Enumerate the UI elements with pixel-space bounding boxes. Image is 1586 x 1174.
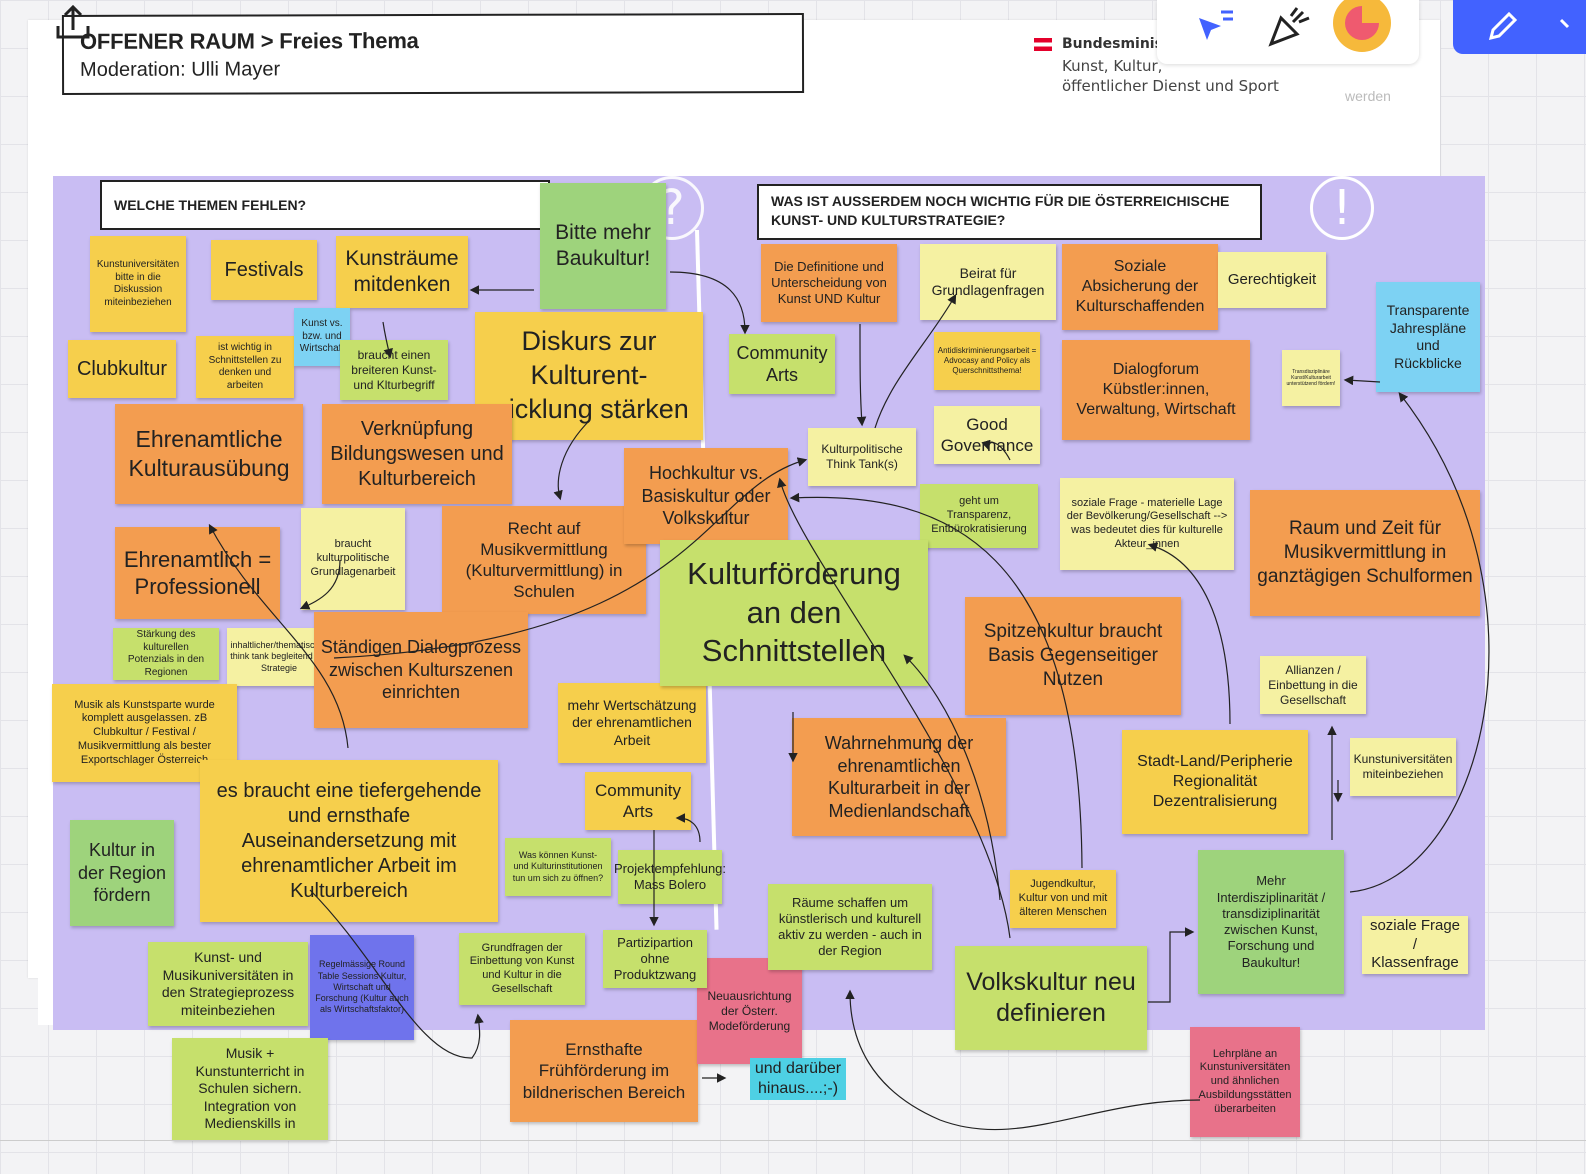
sticky-note[interactable]: Kulturförderung an den Schnittstellen [660,540,928,686]
sticky-note[interactable]: Grundfragen der Einbettung von Kunst und… [459,933,585,1005]
board-title-box[interactable]: OFFENER RAUM > Freies Thema Moderation: … [61,13,805,95]
timer-icon[interactable] [1333,0,1391,52]
sticky-note[interactable]: Transdisziplinäre Kunst/Kulturarbeit unt… [1282,350,1340,406]
sticky-note[interactable]: soziale Frage / Klassenfrage [1362,916,1468,974]
sticky-note[interactable]: Festivals [211,240,317,300]
logo-lines: Kunst, Kultur, öffentlicher Dienst und Sp… [1062,56,1279,96]
sticky-note[interactable]: Kultur in der Region fördern [70,820,174,926]
edit-button[interactable] [1453,0,1586,54]
sticky-note[interactable]: geht um Transparenz, Entbürokratisierung [920,484,1038,548]
sticky-note[interactable]: Regelmässige Round Table Sessions Kultur… [310,935,414,1040]
logo-line-2: Kunst, Kultur, [1062,57,1163,75]
sticky-note[interactable]: Mehr Interdisziplinarität / transdizipli… [1198,850,1344,994]
sticky-note[interactable]: Musik + Kunstunterricht in Schulen siche… [172,1038,328,1140]
sticky-note[interactable]: Transparente Jahrespläne und Rückblicke [1376,282,1480,392]
share-icon[interactable] [52,2,94,42]
sticky-note[interactable]: Kunst- und Musikuniversitäten in den Str… [148,942,308,1026]
heading-also-important[interactable]: WAS IST AUSSERDEM NOCH WICHTIG FÜR DIE Ö… [757,184,1262,240]
text-annotation[interactable]: und darüber hinaus....;-) [750,1058,846,1100]
cursor-sparkle-icon[interactable] [1191,6,1235,46]
sticky-note[interactable]: Wahrnehmung der ehrenamtlichen Kulturarb… [792,718,1006,836]
sticky-note[interactable]: Ernsthafte Frühförderung im bildnerische… [510,1020,698,1122]
celebrate-icon[interactable] [1265,4,1311,48]
sticky-note[interactable]: Hochkultur vs. Basiskultur oder Volkskul… [624,448,788,544]
sticky-note[interactable]: Bitte mehr Baukultur! [540,183,666,309]
sticky-note[interactable]: Kulturpolitische Think Tank(s) [808,428,916,486]
sticky-note[interactable]: Diskurs zur Kulturent-wicklung stärken [475,312,703,440]
sticky-note[interactable]: Raum und Zeit für Musikvermittlung in ga… [1250,490,1480,616]
logo-line-3: öffentlicher Dienst und Sport [1062,77,1279,95]
sticky-note[interactable]: Dialogforum Kübstler:innen, Verwaltung, … [1062,340,1250,440]
pencil-icon [1485,8,1521,44]
sticky-note[interactable]: Gerechtigkeit [1218,252,1326,308]
sticky-note[interactable]: Verknüpfung Bildungswesen und Kulturbere… [322,404,512,504]
moderation-label: Moderation: Ulli Mayer [80,58,281,81]
logo-line-1: Bundesminis [1062,36,1163,52]
sticky-note[interactable]: Beirat für Grundlagenfragen [920,244,1056,320]
sticky-note[interactable]: Stärkung des kulturellen Potenzials in d… [113,628,219,680]
sticky-note[interactable]: Ehrenamtlich = Professionell [115,527,280,619]
sticky-note[interactable]: braucht einen breiteren Kunst- und Kltur… [340,340,448,400]
sticky-note[interactable]: Lehrpläne an Kunstuniversitäten und ähnl… [1190,1027,1300,1137]
sticky-note[interactable]: Was können Kunst- und Kulturinstitutione… [505,838,611,896]
sticky-note[interactable]: Projektempfehlung: Mass Bolero [614,850,726,904]
board-title: OFFENER RAUM > Freies Thema [79,28,419,54]
sticky-note[interactable]: Ständigen Dialogprozess zwischen Kulturs… [314,612,528,728]
sticky-note[interactable]: Stadt-Land/Peripherie Regionalität Dezen… [1122,730,1308,834]
sticky-note[interactable]: Kunst vs. bzw. und Wirtschaft [294,308,350,366]
canvas-bottom-line [0,1140,1586,1141]
sticky-note[interactable]: Clubkultur [68,340,176,398]
sticky-note[interactable]: Die Definitione und Unterscheidung von K… [761,244,897,322]
sticky-note[interactable]: Kunstuniversitäten bitte in die Diskussi… [90,236,186,332]
sticky-note[interactable]: Volkskultur neu definieren [955,946,1147,1050]
sticky-note[interactable]: Räume schaffen um künstlerisch und kultu… [768,884,932,970]
chevron-down-icon [1553,12,1583,36]
sticky-note[interactable]: mehr Wertschätzung der ehrenamtlichen Ar… [558,683,706,763]
sticky-note[interactable]: Kunstuniversitäten miteinbeziehen [1350,738,1456,796]
sticky-note[interactable]: Jugendkultur, Kultur von und mit älteren… [1010,870,1116,928]
sticky-note[interactable]: Neuausrichtung der Österr. Modeförderung [697,958,802,1064]
sticky-note[interactable]: soziale Frage - materielle Lage der Bevö… [1060,478,1234,570]
werden-logo: werden [1333,62,1403,110]
sticky-note[interactable]: Allianzen / Einbettung in die Gesellscha… [1260,656,1366,714]
sticky-note[interactable]: Antidiskriminierungsarbeit = Advocasy an… [934,332,1040,390]
austria-flag-icon [1034,38,1052,51]
exclamation-mark-icon: ! [1310,176,1374,240]
sticky-note[interactable]: braucht kulturpolitische Grundlagenarbei… [301,508,405,610]
sticky-note[interactable]: ist wichtig in Schnittstellen zu denken … [196,336,294,398]
sticky-note[interactable]: Recht auf Musikvermittlung (Kulturvermit… [442,506,646,614]
sticky-note[interactable]: Soziale Absicherung der Kulturschaffende… [1062,244,1218,330]
sticky-note[interactable]: Community Arts [585,772,691,830]
sticky-note[interactable]: Spitzenkultur braucht Basis Gegenseitige… [965,597,1181,715]
sticky-note[interactable]: Ehrenamtliche Kulturausübung [115,404,303,504]
heading-missing-topics[interactable]: WELCHE THEMEN FEHLEN? [100,180,550,230]
sticky-note[interactable]: Community Arts [729,334,835,394]
sticky-note[interactable]: es braucht eine tiefergehende und ernsth… [200,760,498,922]
sticky-note[interactable]: Good Governance [934,406,1040,464]
sticky-note[interactable]: Kunsträume mitdenken [336,236,468,308]
top-toolbar [1157,0,1419,64]
sticky-note[interactable]: Partizipartion ohne Produktzwang [603,930,707,988]
